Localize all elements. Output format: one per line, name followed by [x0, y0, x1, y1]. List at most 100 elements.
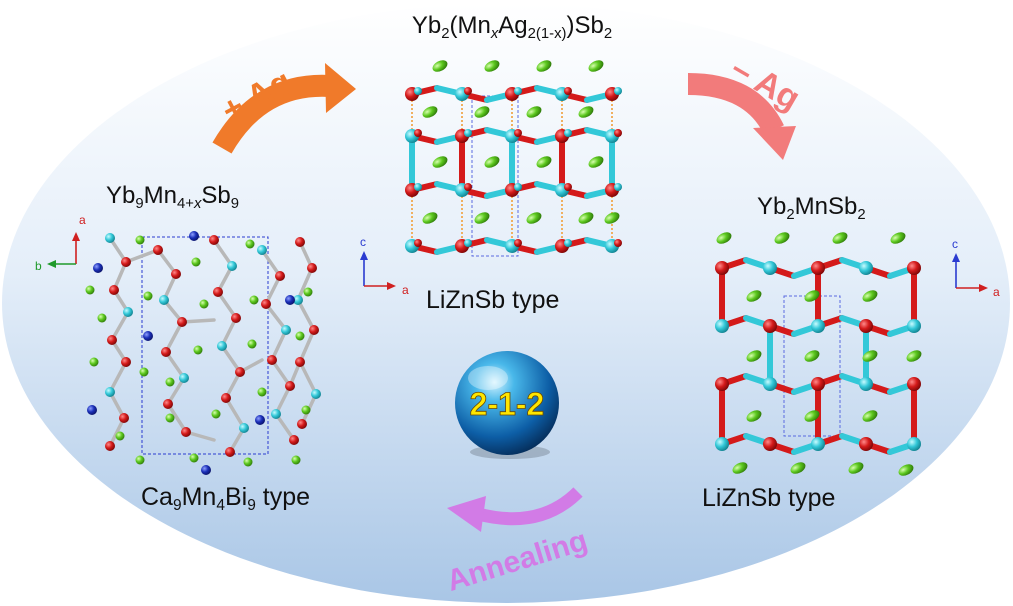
atom — [811, 261, 825, 275]
atom — [235, 367, 245, 377]
bond — [108, 416, 126, 448]
structure-left — [85, 231, 321, 475]
atom-yb — [143, 291, 153, 301]
atom-yb — [422, 106, 438, 118]
atom — [107, 335, 117, 345]
bond — [224, 396, 246, 430]
atom — [907, 437, 921, 451]
atom-mn — [285, 295, 295, 305]
atom-mn — [87, 405, 97, 415]
atom — [257, 245, 267, 255]
atom — [261, 299, 271, 309]
atom-mn — [201, 465, 211, 475]
atom-yb — [115, 431, 125, 441]
atom-yb — [746, 290, 762, 302]
atom-mn — [93, 263, 103, 273]
atom — [763, 261, 777, 275]
atom-yb — [906, 350, 922, 362]
bond — [220, 316, 238, 348]
atom — [464, 87, 472, 95]
atom — [105, 387, 115, 397]
atom — [121, 257, 131, 267]
atom — [227, 261, 237, 271]
atom-yb — [862, 350, 878, 362]
atom-yb — [301, 405, 311, 415]
atom-yb — [848, 462, 864, 474]
atom — [859, 319, 873, 333]
bond — [264, 302, 288, 332]
atom — [464, 239, 472, 247]
axis-label-center-a: a — [402, 283, 409, 297]
atom — [209, 235, 219, 245]
atom-yb — [588, 156, 604, 168]
atom — [414, 129, 422, 137]
atom — [514, 129, 522, 137]
atom — [715, 261, 729, 275]
atom — [564, 239, 572, 247]
axis-label-center-c: c — [360, 235, 366, 249]
atom-yb — [484, 60, 500, 72]
atom — [163, 399, 173, 409]
atom-yb — [732, 462, 748, 474]
sphere-2-1-2: 2-1-2 — [455, 351, 559, 459]
atom — [289, 435, 299, 445]
atom — [715, 319, 729, 333]
atom — [275, 271, 285, 281]
atom-yb — [85, 285, 95, 295]
structure-right — [715, 232, 922, 476]
atom-yb — [746, 350, 762, 362]
atom-yb — [484, 156, 500, 168]
atom — [514, 87, 522, 95]
atom — [311, 389, 321, 399]
bond — [180, 318, 216, 324]
atom — [514, 239, 522, 247]
atom — [119, 413, 129, 423]
bond — [264, 274, 282, 306]
atom-yb — [832, 232, 848, 244]
bond — [108, 360, 128, 394]
atom-mn — [189, 231, 199, 241]
bond — [220, 344, 242, 374]
atom — [564, 129, 572, 137]
atom-yb — [474, 212, 490, 224]
atom-yb — [804, 410, 820, 422]
sphere-label: 2-1-2 — [470, 386, 545, 422]
atom — [859, 261, 873, 275]
atom-yb — [243, 457, 253, 467]
atom-yb — [890, 232, 906, 244]
atom-yb — [862, 410, 878, 422]
atom — [239, 423, 249, 433]
unit-cell-left — [141, 236, 269, 455]
atom — [271, 409, 281, 419]
atom-yb — [746, 410, 762, 422]
atom — [181, 427, 191, 437]
atom — [109, 285, 119, 295]
atom-yb — [474, 106, 490, 118]
bond — [260, 248, 282, 278]
bond — [216, 290, 238, 320]
atom-yb — [432, 60, 448, 72]
bond — [166, 376, 186, 406]
atom — [859, 377, 873, 391]
atom-yb — [526, 212, 542, 224]
atom — [464, 183, 472, 191]
bond — [296, 266, 314, 302]
atom-yb — [804, 350, 820, 362]
bond — [298, 328, 316, 364]
center-atoms — [405, 60, 622, 253]
center-dashed-bonds — [411, 100, 613, 240]
atom — [295, 237, 305, 247]
atom — [217, 341, 227, 351]
atom — [763, 377, 777, 391]
axis-label-right-c: c — [952, 237, 958, 251]
atom — [213, 287, 223, 297]
atom — [464, 129, 472, 137]
axes-left: a b — [35, 213, 86, 273]
atom-yb — [526, 106, 542, 118]
structure-center — [405, 60, 622, 257]
atom-yb — [804, 290, 820, 302]
atom — [414, 183, 422, 191]
atom — [811, 319, 825, 333]
atom — [514, 183, 522, 191]
